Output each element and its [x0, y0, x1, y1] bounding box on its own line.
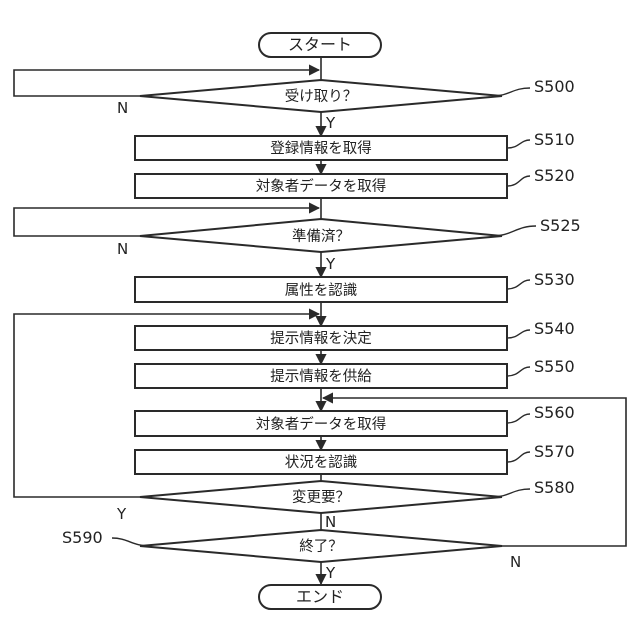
no-label: N: [117, 240, 128, 258]
step-ref-s550: S550: [534, 357, 575, 376]
process-label: 対象者データを取得: [256, 177, 387, 195]
yes-label: Y: [325, 564, 336, 582]
process-label: 登録情報を取得: [270, 140, 372, 157]
process-s570: 状況を認識: [135, 450, 507, 474]
step-ref-s530: S530: [534, 270, 575, 289]
end-label: エンド: [296, 587, 344, 606]
yes-label: Y: [325, 114, 336, 132]
process-label: 提示情報を供給: [270, 368, 372, 385]
no-label: N: [510, 553, 521, 571]
step-ref-s525: S525: [540, 216, 581, 235]
decision-label: 終了？: [299, 538, 343, 555]
yes-label: Y: [325, 255, 336, 273]
process-label: 属性を認識: [285, 282, 358, 299]
decision-label: 変更要？: [292, 489, 350, 506]
step-ref-s590: S590: [62, 528, 103, 547]
decision-s580: 変更要？ Y N: [116, 481, 502, 531]
start-terminal: スタート: [259, 33, 381, 57]
process-s540: 提示情報を決定: [135, 326, 507, 350]
process-label: 状況を認識: [285, 454, 358, 471]
start-label: スタート: [288, 35, 352, 54]
yes-label: Y: [116, 505, 127, 523]
no-label: N: [117, 99, 128, 117]
process-s560: 対象者データを取得: [135, 411, 507, 436]
process-label: 提示情報を決定: [270, 330, 372, 347]
process-s530: 属性を認識: [135, 277, 507, 302]
process-s550: 提示情報を供給: [135, 364, 507, 388]
decision-s525: 準備済？ N Y: [117, 219, 502, 273]
step-ref-s520: S520: [534, 166, 575, 185]
process-s510: 登録情報を取得: [135, 136, 507, 160]
step-ref-s500: S500: [534, 77, 575, 96]
process-s520: 対象者データを取得: [135, 174, 507, 198]
decision-label: 準備済？: [292, 228, 350, 245]
decision-label: 受け取り？: [285, 88, 358, 105]
step-ref-s570: S570: [534, 442, 575, 461]
end-terminal: エンド: [259, 585, 381, 609]
step-ref-s510: S510: [534, 130, 575, 149]
step-ref-s580: S580: [534, 478, 575, 497]
no-label: N: [325, 513, 336, 531]
process-label: 対象者データを取得: [256, 415, 387, 433]
step-ref-s540: S540: [534, 319, 575, 338]
decision-s590: 終了？ N Y: [140, 530, 521, 582]
step-ref-s560: S560: [534, 403, 575, 422]
decision-s500: 受け取り？ N Y: [117, 80, 502, 132]
